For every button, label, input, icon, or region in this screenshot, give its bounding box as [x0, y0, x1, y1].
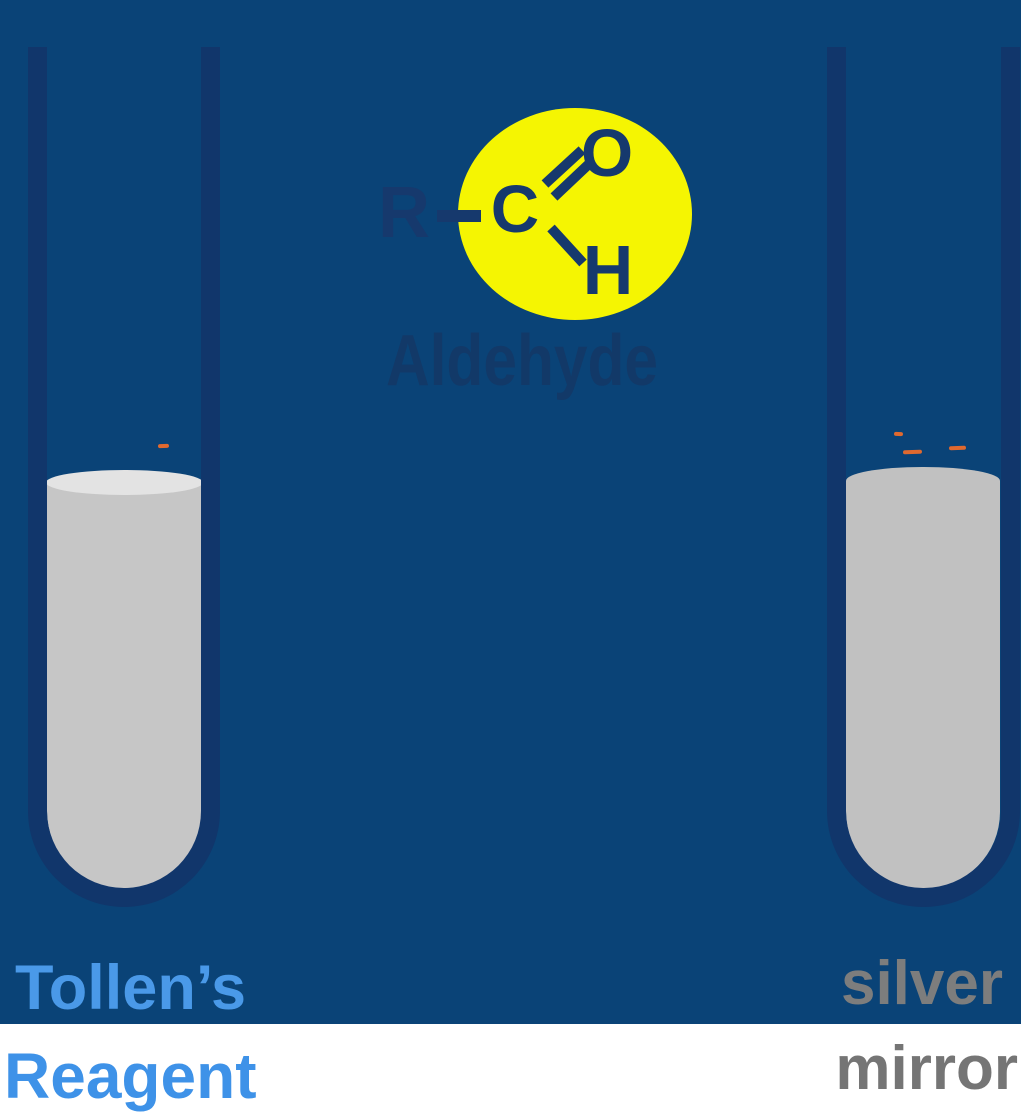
- highlight-ellipse: [458, 108, 692, 320]
- double-bond-c-o-line2: [550, 159, 594, 201]
- left-tube-liquid-surface: [46, 470, 203, 495]
- hydrogen-label: H: [583, 231, 634, 309]
- left-tube-outline: [28, 47, 220, 907]
- bond-c-h: [547, 224, 587, 267]
- r-group-label: R: [378, 173, 430, 253]
- left-tube-label-line1: Tollen’s: [15, 953, 247, 1023]
- aldehyde-structure: R C O H Aldehyde: [378, 108, 692, 401]
- bottom-band: [0, 1024, 1021, 1119]
- double-bond-c-o-line1: [541, 146, 586, 188]
- spark-icon: [902, 449, 923, 455]
- right-tube-label-line1: silver: [840, 949, 1003, 1018]
- carbon-label: C: [491, 172, 539, 247]
- oxygen-label: O: [581, 116, 633, 191]
- left-tube-label-line2: Reagent: [4, 1040, 257, 1112]
- right-tube-label-line2: mirror: [835, 1034, 1018, 1103]
- molecule-caption: Aldehyde: [386, 321, 658, 401]
